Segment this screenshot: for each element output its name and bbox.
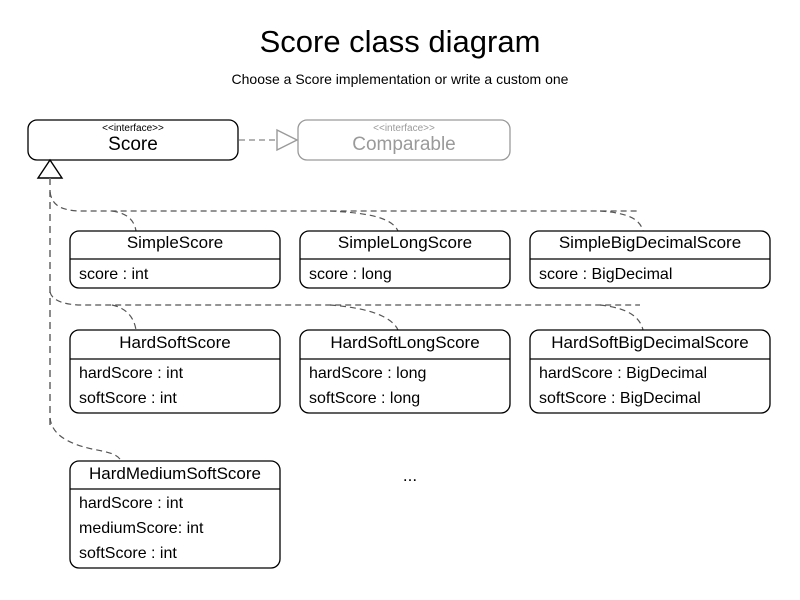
class-hard-soft-long-score-attr-1: softScore : long: [309, 390, 420, 407]
class-box-simple-bigdecimal-score[interactable]: SimpleBigDecimalScore score : BigDecimal: [529, 230, 771, 289]
interface-score-name: Score: [108, 134, 158, 155]
class-hard-soft-long-score-name: HardSoftLongScore: [330, 333, 479, 352]
class-hard-medium-soft-score-attr-2: softScore : int: [79, 545, 177, 562]
class-hard-medium-soft-score-outline: [69, 460, 281, 569]
realization-triangle-icon: [276, 128, 299, 152]
branch-drop-hard-medium-soft-score: [49, 417, 122, 462]
generalization-triangle-icon: [36, 158, 64, 179]
class-hard-medium-soft-score-attr-1: mediumScore: int: [79, 520, 204, 537]
branch-drop-simple-score: [111, 210, 137, 232]
class-simple-score-name: SimpleScore: [127, 233, 223, 252]
branch-line-row2: [49, 291, 640, 306]
branch-drop-hard-soft-long-score: [329, 304, 399, 331]
interface-comparable-name: Comparable: [352, 134, 456, 155]
interface-box-comparable[interactable]: <<interface>> Comparable: [297, 119, 511, 161]
class-hard-soft-score-attr-0: hardScore : int: [79, 365, 184, 382]
interface-score-outline: [27, 119, 239, 161]
class-hard-soft-score-attr-1: softScore : int: [79, 390, 177, 407]
class-simple-long-score-name: SimpleLongScore: [338, 233, 472, 252]
class-hard-soft-bigdecimal-score-outline: [529, 329, 771, 414]
branch-drop-simple-bigdecimal-score: [599, 210, 644, 232]
class-hard-soft-score-name: HardSoftScore: [119, 333, 231, 352]
class-hard-soft-score-outline: [69, 329, 281, 414]
inheritance-connectors: [49, 178, 644, 462]
class-box-hard-soft-bigdecimal-score[interactable]: HardSoftBigDecimalScore hardScore : BigD…: [529, 329, 771, 414]
class-box-simple-long-score[interactable]: SimpleLongScore score : long: [299, 230, 511, 289]
page-title: Score class diagram: [260, 24, 541, 59]
branch-drop-hard-soft-score: [111, 304, 137, 331]
branch-drop-simple-long-score: [329, 210, 399, 232]
class-simple-score-attr-0: score : int: [79, 266, 149, 283]
class-hard-medium-soft-score-attr-0: hardScore : int: [79, 495, 184, 512]
class-hard-soft-long-score-attr-0: hardScore : long: [309, 365, 426, 382]
more-implementations-ellipsis: ...: [403, 466, 417, 485]
class-hard-soft-bigdecimal-score-attr-1: softScore : BigDecimal: [539, 390, 701, 407]
class-hard-soft-long-score-outline: [299, 329, 511, 414]
interface-score-stereotype: <<interface>>: [102, 123, 164, 134]
branch-line-row1: [49, 191, 640, 212]
class-hard-medium-soft-score-name: HardMediumSoftScore: [89, 464, 261, 483]
class-hard-soft-bigdecimal-score-name: HardSoftBigDecimalScore: [551, 333, 748, 352]
branch-drop-hard-soft-bigdecimal-score: [599, 304, 644, 331]
interface-comparable-stereotype: <<interface>>: [373, 123, 435, 134]
realization-arrow-score-to-comparable: [239, 128, 299, 152]
class-box-hard-soft-long-score[interactable]: HardSoftLongScore hardScore : long softS…: [299, 329, 511, 414]
class-box-hard-soft-score[interactable]: HardSoftScore hardScore : int softScore …: [69, 329, 281, 414]
interface-box-score[interactable]: <<interface>> Score: [27, 119, 239, 161]
class-box-hard-medium-soft-score[interactable]: HardMediumSoftScore hardScore : int medi…: [69, 460, 281, 569]
class-hard-soft-bigdecimal-score-attr-0: hardScore : BigDecimal: [539, 365, 707, 382]
class-simple-bigdecimal-score-attr-0: score : BigDecimal: [539, 266, 672, 283]
class-simple-bigdecimal-score-name: SimpleBigDecimalScore: [559, 233, 741, 252]
class-box-simple-score[interactable]: SimpleScore score : int: [69, 230, 281, 289]
class-simple-long-score-attr-0: score : long: [309, 266, 392, 283]
page-subtitle: Choose a Score implementation or write a…: [232, 71, 569, 87]
